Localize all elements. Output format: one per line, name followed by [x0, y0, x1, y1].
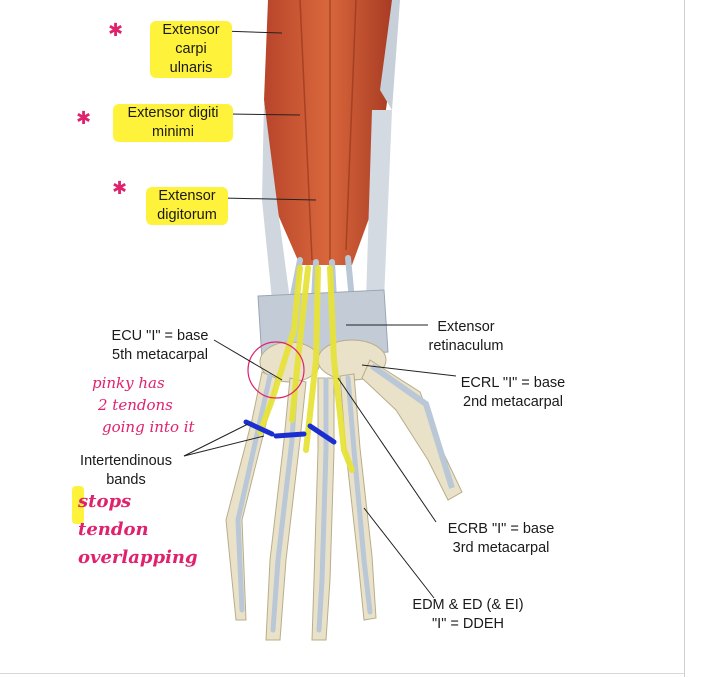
label-ecu-insertion: ECU "I" = base 5th metacarpal — [111, 328, 209, 363]
intertendinous-band-markers — [243, 419, 337, 445]
stops-note-highlight — [72, 486, 84, 524]
bottom-edge-divider — [0, 673, 685, 674]
label-edm-ed-insertion: EDM & ED (& EI) "I" = DDEH — [412, 597, 524, 632]
fingers — [225, 371, 377, 641]
right-edge-divider — [684, 0, 685, 677]
label-ecrb-insertion: ECRB "I" = base 3rd metacarpal — [447, 521, 555, 556]
label-ecrl-insertion: ECRL "I" = base 2nd metacarpal — [460, 375, 566, 410]
handwritten-stops-note: stops tendon overlapping — [78, 491, 198, 568]
asterisk-icon: ✱ — [112, 178, 128, 199]
handwritten-pinky-note: pinky has 2 tendons going into it — [92, 374, 195, 436]
label-extensor-carpi-ulnaris: Extensor carpi ulnaris — [150, 21, 232, 78]
label-extensor-digitorum: Extensor digitorum — [146, 187, 228, 225]
forearm-muscles — [262, 0, 400, 300]
thumb — [361, 359, 463, 501]
asterisk-icon: ✱ — [76, 108, 92, 129]
asterisk-icon: ✱ — [108, 20, 124, 41]
pinky-circle-annotation — [247, 341, 305, 399]
leader-lines — [183, 30, 457, 599]
label-extensor-retinaculum: Extensor retinaculum — [428, 319, 504, 354]
label-intertendinous-bands: Intertendinous bands — [80, 453, 172, 488]
highlighted-tendons — [257, 265, 355, 473]
label-extensor-digiti-minimi: Extensor digiti minimi — [113, 104, 233, 142]
